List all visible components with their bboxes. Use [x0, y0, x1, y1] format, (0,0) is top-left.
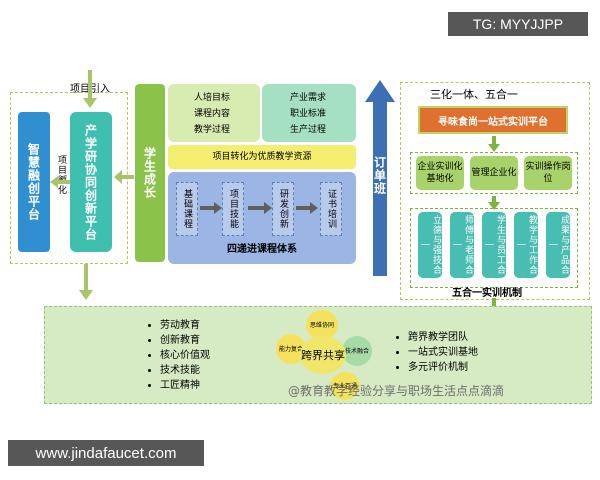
talent-goal-2: 课程内容	[194, 109, 231, 119]
one-stop-platform: 寻味食尚一站式实训平台	[418, 106, 568, 134]
five-3: 学生与员工合一	[482, 212, 506, 278]
box-enterprise-base: 企业实训化基地化	[416, 156, 464, 190]
bottom-right-item-1: 跨界教学团队	[408, 330, 478, 345]
bottom-right-item-2: 一站式实训基地	[408, 345, 478, 360]
five-1: 立德与强技合一	[418, 212, 442, 278]
label-project-incubate: 项目孵化	[56, 155, 66, 195]
right-title: 三化一体、五合一	[430, 88, 518, 101]
industry-2: 职业标准	[290, 109, 327, 119]
arrow-down-intro	[83, 70, 97, 108]
course-system-title: 四递进课程体系	[227, 244, 297, 255]
bottom-left-item-3: 核心价值观	[160, 348, 210, 363]
five-frame	[410, 208, 578, 288]
bottom-left-item-4: 技术技能	[160, 363, 210, 378]
stage-research: 研发创新	[272, 182, 294, 236]
stage-basic: 基础课程	[176, 182, 198, 236]
talent-goal-3: 教学过程	[194, 125, 231, 135]
five-mechanism-label: 五合一实训机制	[452, 288, 522, 299]
talent-goal-1: 人培目标	[194, 93, 231, 103]
zhihui-platform: 智慧融创平台	[18, 112, 50, 252]
petal-right: 技术融合	[342, 336, 372, 366]
arrow-down-five	[488, 196, 500, 210]
stage-skill: 项目技能	[222, 182, 244, 236]
watermark-tg: TG: MYYJJPP	[448, 12, 588, 36]
bottom-right-list: 跨界教学团队 一站式实训基地 多元评价机制	[396, 330, 478, 375]
bottom-right-item-3: 多元评价机制	[408, 360, 478, 375]
bottom-left-item-5: 工匠精神	[160, 378, 210, 393]
arrow-down-bottom	[79, 264, 93, 300]
box-training-post: 实训操作岗位	[524, 156, 572, 190]
arrow-down-platform	[488, 136, 500, 152]
five-2: 师傅与老师合一	[450, 212, 474, 278]
petal-top: 思维协同	[306, 310, 338, 340]
stage-arrows	[200, 202, 318, 214]
bottom-left-item-1: 劳动教育	[160, 318, 210, 333]
student-growth: 学生成长	[135, 84, 165, 262]
bottom-left-list: 劳动教育 创新教育 核心价值观 技术技能 工匠精神	[148, 318, 210, 393]
stage-certificate: 证书培训	[320, 182, 342, 236]
project-convert-bar: 项目转化为优质教学资源	[168, 145, 356, 169]
five-5: 成果与产品合一	[546, 212, 570, 278]
industry-3: 生产过程	[290, 125, 327, 135]
arrow-left-incubate	[50, 176, 70, 188]
bottom-left-item-2: 创新教育	[160, 333, 210, 348]
order-class-arrow	[365, 80, 395, 276]
cross-share-center: 跨界共享	[300, 336, 346, 374]
five-4: 教学与工作合一	[514, 212, 538, 278]
arrow-left-center	[114, 170, 134, 184]
talent-goals-box: 人培目标 课程内容 教学过程	[168, 84, 260, 142]
petal-bottom: 专业互通	[330, 372, 360, 400]
three-boxes-frame	[410, 152, 578, 194]
box-management: 管理企业化	[470, 156, 518, 190]
chanxue-platform: 产学研协同创新平台	[70, 112, 112, 252]
order-class-label: 订单班	[372, 155, 387, 195]
watermark-site: www.jindafaucet.com	[8, 440, 204, 466]
overlay-watermark: @教育教学经验分享与职场生活点点滴滴	[288, 384, 505, 398]
industry-box: 产业需求 职业标准 生产过程	[262, 84, 356, 142]
industry-1: 产业需求	[290, 93, 327, 103]
